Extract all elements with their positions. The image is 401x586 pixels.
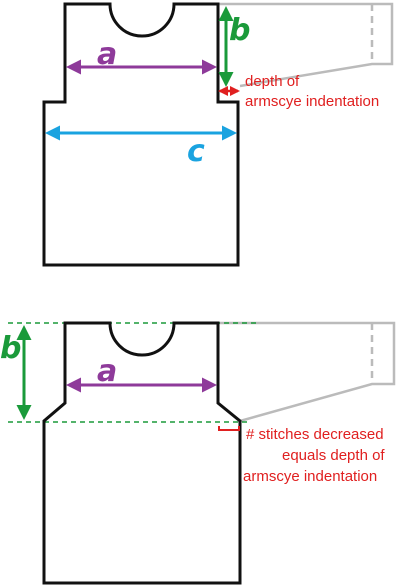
top-label-c: c	[187, 134, 205, 169]
bottom-sleeve	[218, 321, 396, 423]
top-sleeve	[218, 2, 394, 88]
bottom-label-a: a	[97, 354, 117, 389]
bottom-note-line3: armscye indentation	[243, 468, 377, 485]
bottom-note-line1: # stitches decreased	[246, 426, 384, 443]
top-note-line2: armscye indentation	[245, 93, 379, 110]
top-body-outline	[42, 2, 240, 267]
bottom-diagram: a b # stitches decreased equals depth of…	[0, 321, 396, 585]
bottom-decrease-bracket	[218, 426, 240, 431]
top-label-a: a	[97, 37, 117, 72]
bottom-note-line2: equals depth of	[282, 447, 385, 464]
bottom-label-b: b	[0, 331, 21, 366]
top-diagram: a b depth of armscye indentation c	[42, 2, 394, 267]
bottom-body-outline	[42, 321, 242, 585]
top-note-line1: depth of	[245, 73, 300, 90]
top-label-b: b	[229, 13, 250, 48]
